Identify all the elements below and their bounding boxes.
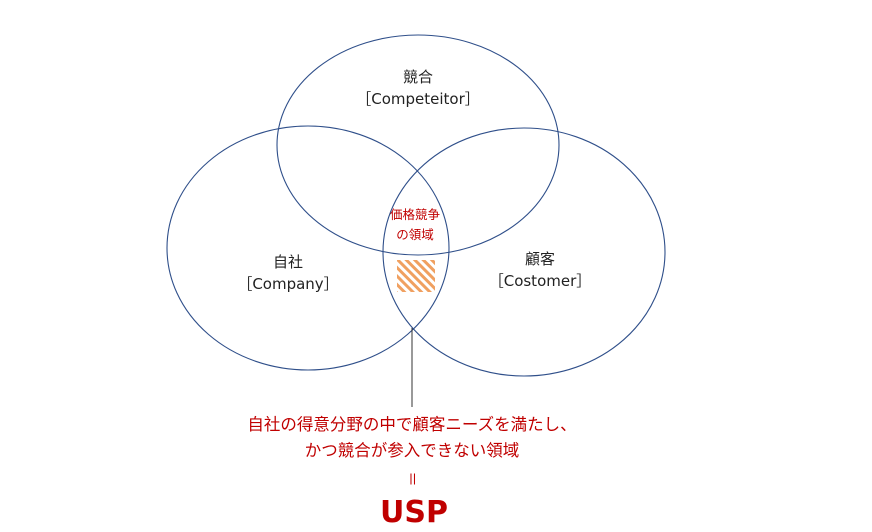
price-competition-label-line2: の領域: [396, 227, 434, 242]
usp-caption-line1: 自社の得意分野の中で顧客ニーズを満たし、: [247, 415, 576, 434]
customer-circle: [382, 127, 666, 377]
usp-caption-line2: かつ競合が参入できない領域: [305, 441, 520, 460]
customer-title: 顧客: [525, 250, 555, 268]
equals-sign: ＝: [403, 471, 421, 486]
company-subtitle: ［Company］: [237, 275, 338, 293]
competitor-circle: [276, 34, 560, 256]
usp-label: USP: [380, 495, 448, 530]
competitor-title: 競合: [403, 68, 433, 86]
competitor-subtitle: ［Competeitor］: [356, 90, 480, 108]
customer-subtitle: ［Costomer］: [489, 272, 592, 290]
price-competition-label-line1: 価格競争: [390, 207, 440, 222]
usp-hatched-area: [397, 260, 435, 292]
company-circle: [166, 125, 450, 371]
company-title: 自社: [273, 253, 303, 271]
